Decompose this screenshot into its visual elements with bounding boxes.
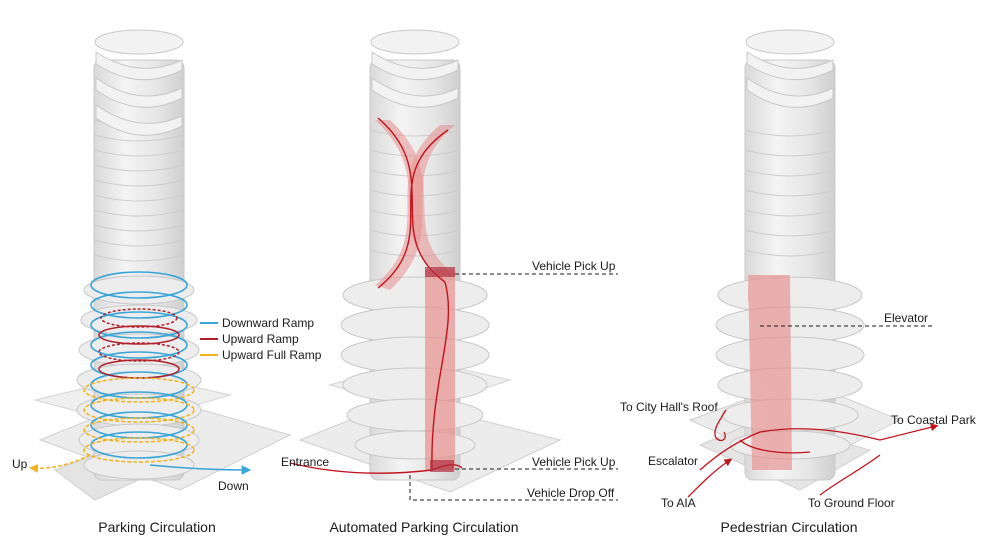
caption-parking: Parking Circulation [98, 519, 216, 535]
label-up: Up [12, 457, 28, 471]
legend-label-downward-ramp: Downward Ramp [222, 316, 314, 330]
upward-ramp-path [98, 308, 180, 379]
label-to-city-halls-roof: To City Hall's Roof [620, 400, 718, 414]
upper-pickup-platform [425, 267, 455, 277]
label-elevator: Elevator [884, 311, 928, 325]
label-vehicle-pick-up-bottom: Vehicle Pick Up [532, 455, 616, 469]
caption-pedestrian: Pedestrian Circulation [721, 519, 858, 535]
tower-parking [34, 29, 292, 501]
caption-automated-parking: Automated Parking Circulation [329, 519, 518, 535]
vehicle-route [289, 117, 463, 474]
tower-pedestrian [688, 29, 902, 491]
pickup-platform [430, 460, 454, 472]
leader-lines-automated [409, 273, 618, 501]
pedestrian-routes [687, 409, 939, 498]
label-vehicle-drop-off: Vehicle Drop Off [527, 486, 615, 500]
lift-shaft-highlight [375, 120, 455, 470]
panel-pedestrian: Elevator To City Hall's Roof To Coastal … [620, 29, 977, 535]
label-to-coastal-park: To Coastal Park [891, 413, 977, 427]
label-escalator: Escalator [648, 454, 698, 468]
label-down: Down [218, 479, 249, 493]
legend: Downward Ramp Upward Ramp Upward Full Ra… [200, 316, 322, 362]
label-to-aia: To AIA [661, 496, 696, 510]
upward-full-ramp-path [29, 377, 195, 473]
panel-parking: Downward Ramp Upward Ramp Upward Full Ra… [12, 29, 322, 535]
legend-label-upward-full-ramp: Upward Full Ramp [222, 348, 322, 362]
elevator-shaft-highlight [748, 275, 792, 470]
panel-automated-parking: Vehicle Pick Up Vehicle Pick Up Vehicle … [281, 29, 618, 535]
legend-label-upward-ramp: Upward Ramp [222, 332, 299, 346]
label-vehicle-pick-up-top: Vehicle Pick Up [532, 259, 616, 273]
label-entrance: Entrance [281, 455, 329, 469]
label-to-ground-floor: To Ground Floor [808, 496, 895, 510]
